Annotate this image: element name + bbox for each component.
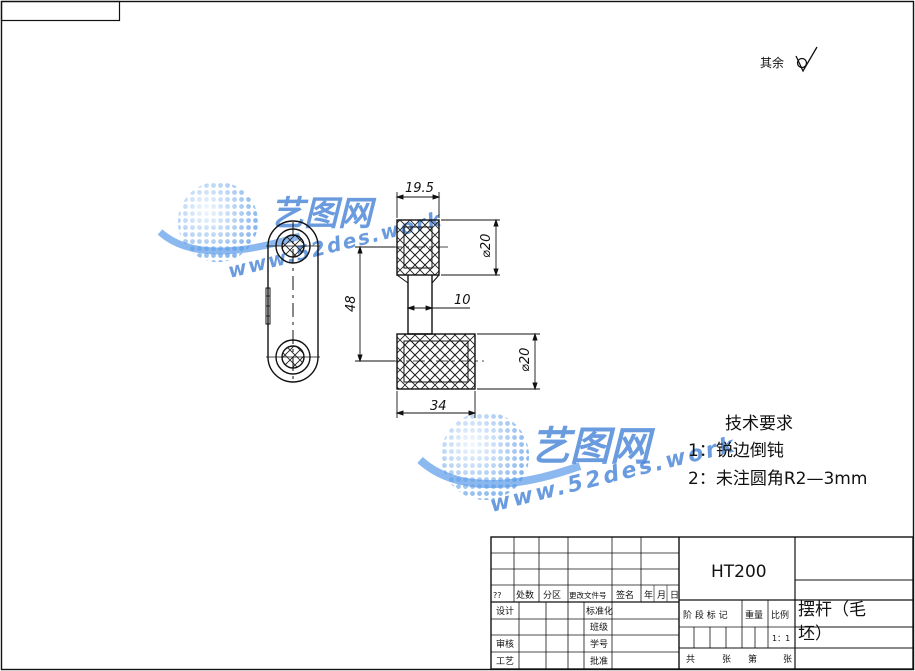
material-label: HT200 [711, 562, 767, 582]
tech-req-title: 技术要求 [725, 414, 793, 434]
row-marks: ?? [493, 591, 502, 600]
tech-req-item-1: 1：锐边倒钝 [688, 441, 784, 461]
header-weight: 重量 [745, 609, 763, 621]
dim-top-width: 19.5 [405, 181, 434, 196]
side-view [265, 220, 320, 383]
part-name-line1: 摆杆（毛 [798, 600, 866, 620]
dim-upper-diameter: ⌀20 [479, 234, 494, 258]
label-design: 设计 [496, 605, 514, 617]
header-month: 月 [657, 590, 666, 601]
section-view [390, 219, 484, 390]
dim-web-thickness: 10 [454, 293, 471, 308]
corner-box [0, 0, 121, 22]
header-day: 日 [670, 590, 679, 601]
label-student-id: 学号 [590, 638, 608, 650]
sheet-total-prefix: 共 [686, 654, 695, 665]
header-stage-marks: 阶 段 标 记 [683, 609, 728, 621]
dim-overall-width: 34 [430, 399, 447, 414]
header-count: 处数 [516, 589, 534, 601]
dim-center-distance: 48 [344, 295, 359, 312]
scale-value: 1：1 [772, 634, 790, 643]
part-name-line2: 坯） [798, 624, 832, 644]
header-year: 年 [644, 589, 653, 601]
header-zone: 分区 [543, 590, 561, 601]
tech-req-item-2: 2：未注圆角R2—3mm [688, 469, 867, 489]
roughness-symbol-icon [795, 46, 818, 73]
sheet-total-suffix: 张 [722, 654, 731, 665]
title-block [490, 536, 914, 670]
watermark-bottom: 艺图网 www.52des.work [417, 412, 739, 518]
label-standardization: 标准化 [586, 605, 613, 617]
dim-lower-diameter: ⌀20 [518, 348, 533, 372]
label-approve: 批准 [590, 655, 608, 667]
sheet-number-suffix: 张 [783, 654, 792, 665]
dimension-lines [355, 192, 540, 418]
label-class: 班级 [590, 621, 608, 633]
label-process: 工艺 [496, 656, 514, 667]
header-scale: 比例 [771, 609, 789, 621]
roughness-label: 其余 [760, 55, 784, 70]
watermark-brand-bottom: 艺图网 [530, 424, 656, 470]
sheet-number-prefix: 第 [748, 653, 757, 665]
watermark-brand-top: 艺图网 [270, 194, 377, 234]
header-change-doc: 更改文件号 [569, 590, 607, 600]
header-signature: 签名 [616, 589, 634, 601]
label-review: 审核 [496, 638, 514, 650]
